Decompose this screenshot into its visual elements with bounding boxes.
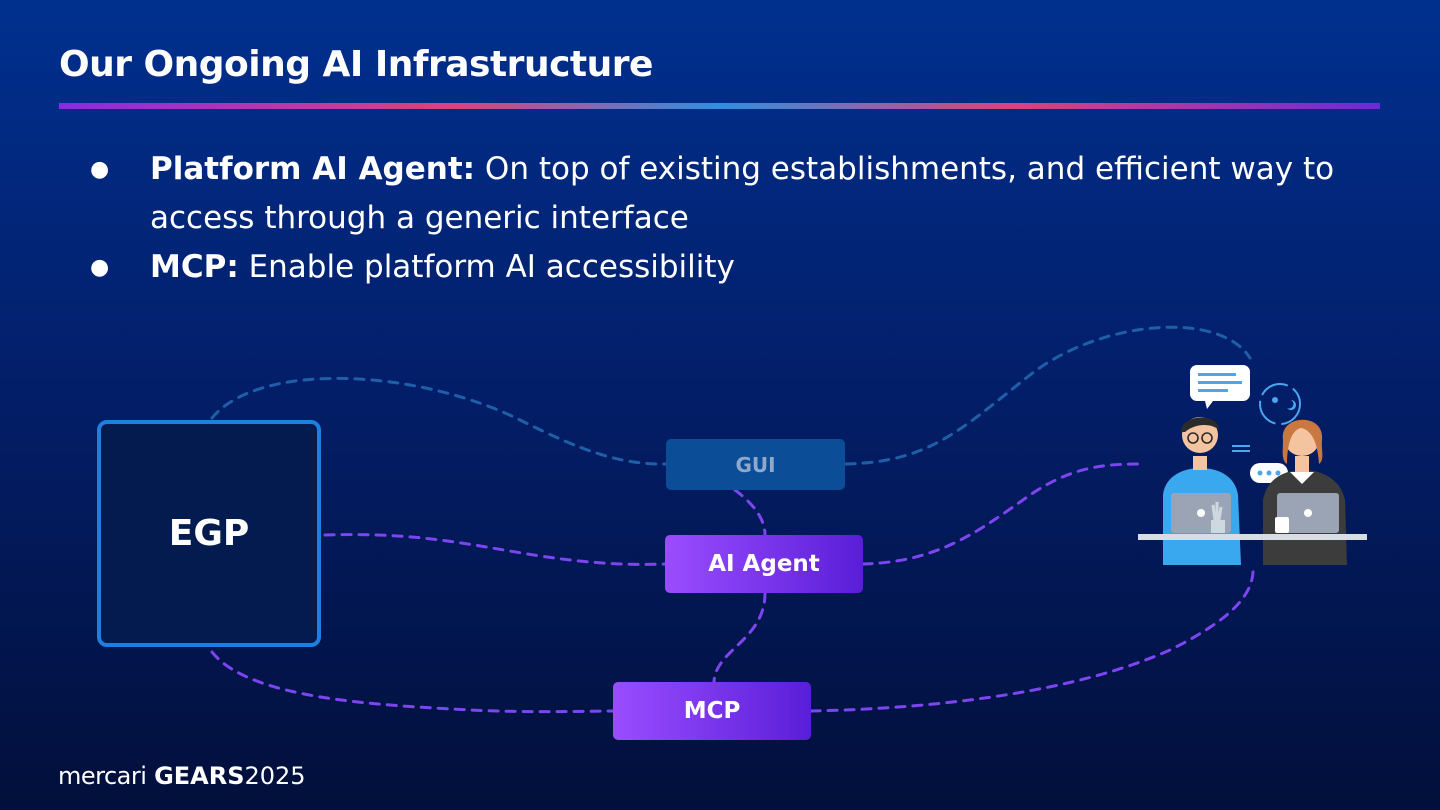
bullet-platform-ai-agent: ● Platform AI Agent: On top of existing … bbox=[90, 145, 1380, 243]
bullet-list: ● Platform AI Agent: On top of existing … bbox=[90, 145, 1380, 292]
brand-event: GEARS bbox=[154, 762, 245, 790]
connector-egp-agent bbox=[323, 533, 667, 566]
footer-brand: mercari GEARS2025 bbox=[58, 762, 306, 790]
bullet-text: Enable platform AI accessibility bbox=[238, 249, 735, 285]
bullet-dot: ● bbox=[90, 255, 110, 280]
connector-egp-gui bbox=[210, 376, 668, 466]
mcp-node: MCP bbox=[613, 682, 811, 740]
connector-gui-people bbox=[844, 325, 1252, 466]
gui-node: GUI bbox=[666, 439, 845, 490]
brand-wordmark: mercari bbox=[58, 762, 147, 790]
connector-gui-agent bbox=[733, 488, 767, 537]
ai-agent-node: AI Agent bbox=[665, 535, 863, 593]
bullet-mcp: ● MCP: Enable platform AI accessibility bbox=[90, 243, 1380, 292]
bullet-text: On top of existing establishments, and e… bbox=[150, 151, 1335, 236]
egp-box: EGP bbox=[97, 420, 321, 647]
connector-egp-mcp bbox=[210, 650, 615, 714]
connector-mcp-people bbox=[809, 564, 1255, 713]
connector-agent-mcp bbox=[712, 591, 767, 684]
brand-year: 2025 bbox=[244, 762, 306, 790]
two-people-at-laptops-icon bbox=[1138, 365, 1367, 565]
bullet-term: MCP: bbox=[150, 249, 239, 285]
title-gradient-rule bbox=[59, 103, 1380, 109]
bullet-term: Platform AI Agent: bbox=[150, 151, 476, 187]
slide-title: Our Ongoing AI Infrastructure bbox=[59, 44, 653, 85]
bullet-dot: ● bbox=[90, 157, 110, 182]
connector-agent-people bbox=[861, 462, 1142, 566]
